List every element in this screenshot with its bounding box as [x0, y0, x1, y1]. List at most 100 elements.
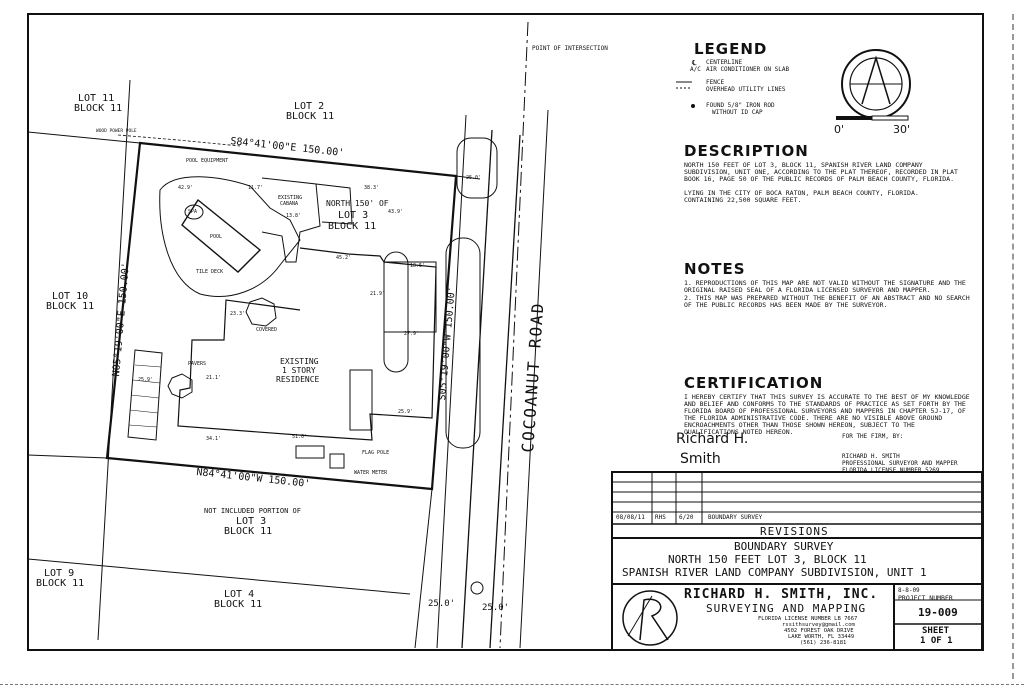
point-of-intersection-label: POINT OF INTERSECTION [532, 45, 608, 52]
description-text-2: LYING IN THE CITY OF BOCA RATON, PALM BE… [684, 189, 919, 204]
dim-label: 25.0' [466, 175, 482, 181]
pool-shape [181, 198, 262, 273]
for-firm-label: FOR THE FIRM, BY: [842, 433, 904, 440]
firm-subtitle: SURVEYING AND MAPPING [706, 602, 867, 615]
residence-label-2: 1 STORY [282, 366, 316, 375]
cabana-label-1: EXISTING [278, 195, 303, 201]
dim-label: 11.7' [248, 185, 264, 191]
survey-title-line-1: BOUNDARY SURVEY [734, 540, 834, 553]
wood-power-pole-label: WOOD POWER POLE [96, 129, 137, 134]
legend-item: CENTERLINE [706, 59, 743, 66]
block-11-label-e: BLOCK 11 [214, 599, 263, 610]
revision-initials: RHS [655, 514, 666, 521]
project-number: 19-009 [918, 606, 958, 619]
flag-pole-label: FLAG POLE [362, 450, 390, 456]
signer-license: FLORIDA LICENSE NUMBER 5269 [842, 467, 940, 474]
lot-9-label: LOT 9 [44, 568, 75, 579]
dim-label: 21.1' [206, 375, 222, 381]
cabana-label-2: CABANA [280, 201, 299, 207]
certification-title: CERTIFICATION [684, 374, 824, 392]
note-item-1: 1. REPRODUCTIONS OF THIS MAP ARE NOT VAL… [684, 279, 966, 294]
legend-item: FENCE [706, 79, 725, 86]
residence-label-3: RESIDENCE [276, 375, 320, 384]
dim-25-right: 25.0' [482, 603, 510, 613]
scan-edge [1012, 14, 1014, 679]
sheet-border [27, 13, 984, 651]
dim-label: 43.9' [388, 209, 404, 215]
survey-title-line-3: SPANISH RIVER LAND COMPANY SUBDIVISION, … [622, 566, 927, 579]
note-item-2: 2. THIS MAP WAS PREPARED WITHOUT THE BEN… [684, 294, 970, 309]
tile-deck-label: TILE DECK [196, 269, 224, 275]
description-text: NORTH 150 FEET OF LOT 3, BLOCK 11, SPANI… [684, 161, 958, 183]
certification-text: I HEREBY CERTIFY THAT THIS SURVEY IS ACC… [684, 393, 970, 436]
firm-license: FLORIDA LICENSE NUMBER LB 7667 [758, 616, 858, 622]
signer-name: RICHARD H. SMITH [842, 453, 900, 460]
lot-11-label: LOT 11 [78, 93, 115, 104]
legend-title: LEGEND [694, 40, 768, 58]
spa-shape [184, 204, 204, 220]
revision-desc: BOUNDARY SURVEY [708, 514, 763, 521]
residence-outline [177, 247, 437, 441]
project-number-label: PROJECT NUMBER [898, 594, 953, 602]
sheet-value: 1 OF 1 [920, 636, 953, 646]
pool-label: POOL [210, 234, 223, 240]
scan-cut-line [0, 684, 1024, 685]
dim-label: 51.0' [292, 434, 308, 440]
pavers-label: PAVERS [188, 361, 207, 367]
firm-address-1: 4502 FOREST OAK DRIVE [784, 628, 854, 634]
covered-label: COVERED [256, 327, 278, 333]
dim-25-left: 25.0' [428, 599, 456, 609]
water-meter-label: WATER METER [354, 470, 388, 476]
dim-label: 10.5' [410, 263, 426, 269]
dim-label: 21.9' [370, 291, 386, 297]
dim-label: 13.8' [286, 213, 302, 219]
firm-email: rssithsurvey@gmail.com [782, 622, 855, 628]
spa-label: SPA [188, 209, 198, 215]
revision-date: 08/08/11 [616, 514, 645, 521]
signature-line-2: Smith [680, 451, 721, 467]
dim-label: 23.3' [230, 311, 246, 317]
dim-label: 25.9' [398, 409, 414, 415]
dim-label: 27.9' [404, 331, 420, 337]
dim-label: 38.3' [364, 185, 380, 191]
description-title: DESCRIPTION [684, 142, 809, 160]
notes-title: NOTES [684, 260, 746, 278]
dim-label: 45.2' [336, 255, 352, 261]
block-11-south-label: BLOCK 11 [224, 526, 273, 537]
residence-label-1: EXISTING [280, 357, 319, 366]
firm-address-2: LAKE WORTH, FL 33449 [788, 634, 855, 640]
tile-deck [159, 176, 301, 297]
revision-scale: 6/20 [679, 514, 694, 521]
sheet-label: SHEET [922, 626, 950, 636]
revisions-label: REVISIONS [760, 525, 829, 538]
dim-label: 42.9' [178, 185, 194, 191]
lot-10-label: LOT 10 [52, 291, 89, 302]
lot-2-label: LOT 2 [294, 101, 325, 112]
legend-symbol-ac: A/C [690, 66, 701, 73]
block-11-label-a: BLOCK 11 [74, 103, 123, 114]
title-block [611, 471, 983, 651]
not-included-label: NOT INCLUDED PORTION OF [204, 507, 301, 515]
block-11-label-d: BLOCK 11 [36, 578, 85, 589]
project-date: 8-8-09 [898, 587, 920, 594]
survey-title-line-2: NORTH 150 FEET LOT 3, BLOCK 11 [668, 553, 867, 566]
lot-4-label: LOT 4 [224, 589, 255, 600]
signature-line-1: Richard H. [676, 431, 749, 447]
legend-item: FOUND 5/8" IRON ROD [706, 102, 775, 109]
signer-title: PROFESSIONAL SURVEYOR AND MAPPER [842, 460, 958, 467]
firm-logo [622, 590, 678, 646]
block-11-label-f: BLOCK 11 [328, 221, 377, 232]
dim-label: 25.9' [138, 377, 154, 383]
legend-item: WITHOUT ID CAP [712, 109, 763, 116]
lot-3-label: LOT 3 [338, 210, 369, 221]
block-11-label-b: BLOCK 11 [286, 111, 335, 122]
legend-item: AIR CONDITIONER ON SLAB [706, 66, 790, 73]
pool-equipment-label: POOL EQUIPMENT [186, 158, 229, 164]
lot-3-south-label: LOT 3 [236, 516, 267, 527]
scale-end: 30' [893, 123, 911, 136]
dim-label: 34.1' [206, 436, 222, 442]
scale-start: 0' [834, 123, 845, 136]
lot-3-north-label: NORTH 150' OF [326, 199, 389, 208]
block-11-label-c: BLOCK 11 [46, 301, 95, 312]
